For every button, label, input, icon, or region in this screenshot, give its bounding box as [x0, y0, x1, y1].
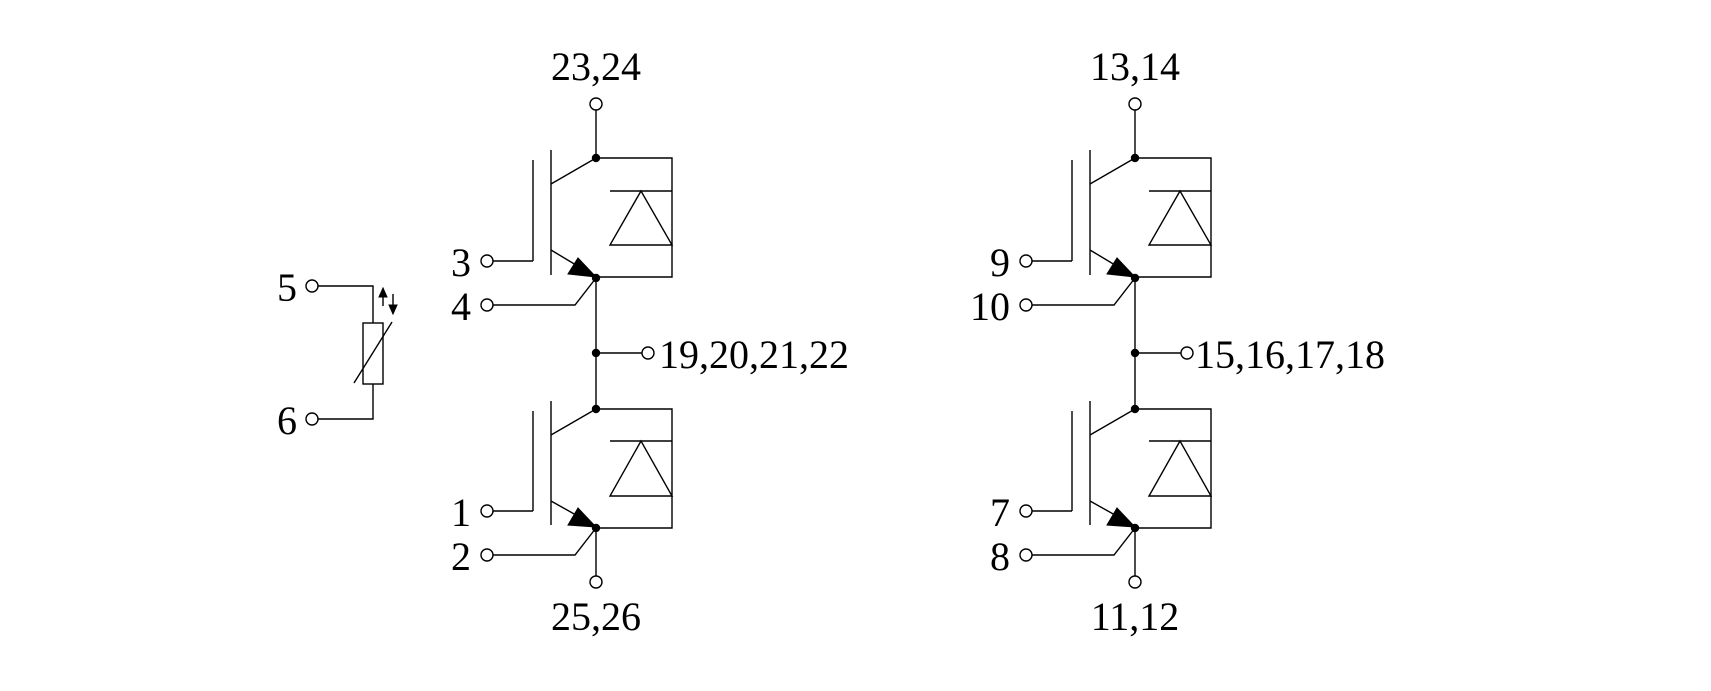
emitter-arrow — [1106, 507, 1137, 528]
thermistor: 5 6 — [277, 265, 398, 443]
terminal-upper-gate — [480, 254, 494, 268]
terminal-output — [1180, 346, 1194, 360]
terminal-lower-gate — [480, 504, 494, 518]
terminal-lower-gate — [1019, 504, 1033, 518]
terminal-bottom — [589, 575, 603, 589]
igbt-lower: 7 8 — [990, 401, 1213, 579]
terminal-pin-6 — [305, 412, 319, 426]
label-upper-gate: 9 — [990, 240, 1010, 285]
terminal-lower-aux-emitter — [480, 548, 494, 562]
label-upper-gate: 3 — [451, 240, 471, 285]
thermistor-arrow-up — [378, 286, 388, 298]
terminal-bottom — [1128, 575, 1142, 589]
label-top-terminals: 23,24 — [551, 44, 641, 89]
igbt-upper: 3 4 — [451, 150, 674, 329]
half-bridge-left: 23,24 3 4 19,20,21,22 — [451, 44, 849, 639]
label-upper-aux-emitter: 10 — [970, 284, 1010, 329]
label-lower-gate: 7 — [990, 490, 1010, 535]
terminal-top — [1128, 97, 1142, 111]
label-output-terminals: 19,20,21,22 — [659, 332, 849, 377]
emitter-arrow — [1106, 257, 1137, 278]
terminal-output — [641, 346, 655, 360]
igbt-lower: 1 2 — [451, 401, 674, 579]
freewheel-diode — [1147, 439, 1213, 497]
label-pin-5: 5 — [277, 265, 297, 310]
half-bridge-right: 13,14 9 10 15,16,17,18 — [970, 44, 1385, 639]
label-lower-gate: 1 — [451, 490, 471, 535]
terminal-upper-aux-emitter — [480, 298, 494, 312]
terminal-upper-aux-emitter — [1019, 298, 1033, 312]
terminal-lower-aux-emitter — [1019, 548, 1033, 562]
emitter-arrow — [567, 257, 598, 278]
freewheel-diode — [1147, 189, 1213, 246]
label-bottom-terminals: 25,26 — [551, 594, 641, 639]
label-pin-6: 6 — [277, 398, 297, 443]
freewheel-diode — [608, 439, 674, 497]
terminal-pin-5 — [305, 279, 319, 293]
label-output-terminals: 15,16,17,18 — [1195, 332, 1385, 377]
label-top-terminals: 13,14 — [1090, 44, 1180, 89]
emitter-arrow — [567, 507, 598, 528]
terminal-top — [589, 97, 603, 111]
label-bottom-terminals: 11,12 — [1091, 594, 1180, 639]
terminal-upper-gate — [1019, 254, 1033, 268]
label-upper-aux-emitter: 4 — [451, 284, 471, 329]
freewheel-diode — [608, 189, 674, 246]
igbt-upper: 9 10 — [970, 150, 1213, 329]
label-lower-aux-emitter: 2 — [451, 534, 471, 579]
thermistor-arrow-down — [388, 304, 398, 316]
thermistor-slash — [353, 321, 393, 384]
label-lower-aux-emitter: 8 — [990, 534, 1010, 579]
